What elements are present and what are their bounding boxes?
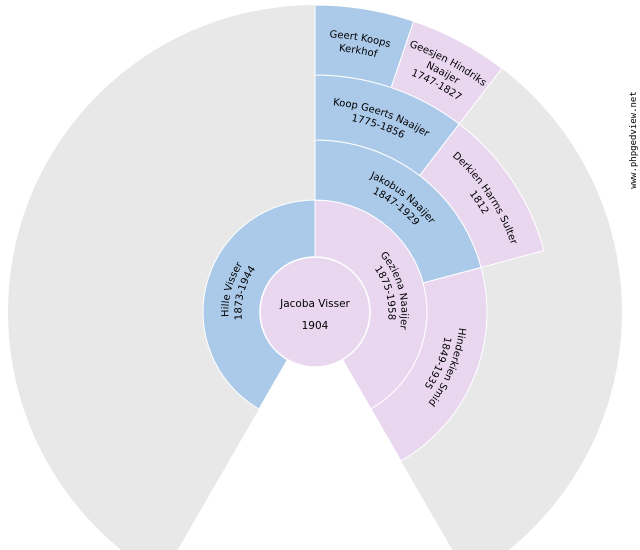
fan-segment-geesjen-hindriks-naaijer[interactable]	[390, 20, 503, 125]
fan-center-person[interactable]	[259, 256, 371, 368]
center-person-name: Jacoba Visser	[279, 298, 350, 310]
fan-segment-hinderkien-smid[interactable]	[370, 266, 488, 462]
watermark: www.phpgedview.net	[629, 91, 639, 189]
center-person-dates: 1904	[302, 320, 329, 332]
fan-segment-derkien-harms-sulter[interactable]	[419, 123, 545, 269]
